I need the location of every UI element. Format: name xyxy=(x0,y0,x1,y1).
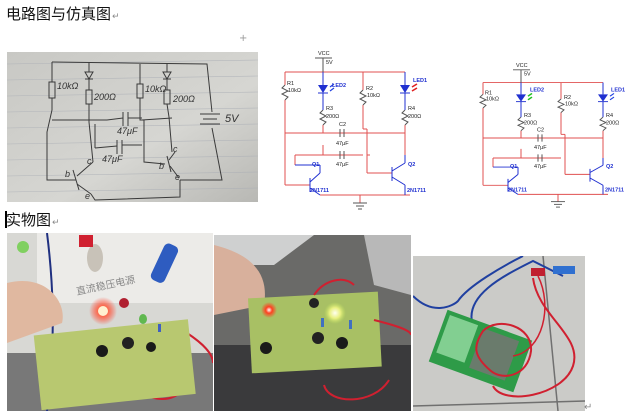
r4-label: R4 xyxy=(408,106,415,112)
led2-icon xyxy=(516,94,526,102)
q2-model: 2N1711 xyxy=(407,188,426,194)
r1-label: R1 xyxy=(287,81,294,87)
label-q2-c: c xyxy=(173,144,178,154)
r4-value: 200Ω xyxy=(408,114,421,120)
simulation-schematic-2[interactable]: VCC 5V R1 10kΩ R2 10kΩ R3 200Ω R4 200Ω C… xyxy=(478,58,638,208)
hand-drawn-schematic-photo[interactable]: 10kΩ 200Ω 10kΩ 200Ω 47μF 47μF 5V b c e b… xyxy=(7,52,258,202)
vcc-value: 5V xyxy=(326,60,333,66)
led2-rays-icon xyxy=(329,83,335,92)
label-r-led-left: 200Ω xyxy=(93,92,116,102)
circuit-photo-1[interactable]: 直流稳压电源 xyxy=(7,233,213,411)
c-top-value: 47μF xyxy=(534,145,547,151)
label-cap-bottom: 47μF xyxy=(102,154,123,164)
circuit-photo-2[interactable] xyxy=(214,235,411,411)
circuit-photo-3[interactable] xyxy=(413,256,585,411)
heading-text: 实物图 xyxy=(6,211,52,229)
schematic-drawing: VCC 5V R1 10kΩ R2 10kΩ R3 200Ω R4 200Ω C… xyxy=(478,63,625,208)
led2-rays-icon xyxy=(527,92,533,101)
c2-label: C2 xyxy=(537,128,544,134)
label-cap-top: 47μF xyxy=(117,126,138,136)
led1-icon xyxy=(400,85,410,93)
section-heading-schematics: 电路图与仿真图↵ xyxy=(6,5,120,26)
label-r-base-right: 10kΩ xyxy=(145,84,167,94)
paragraph-mark: ↵ xyxy=(52,218,60,228)
r3-label: R3 xyxy=(326,106,333,112)
label-r-base-left: 10kΩ xyxy=(57,81,79,91)
led1-rays-icon xyxy=(411,83,418,92)
label-q1-b: b xyxy=(65,169,70,179)
c-bottom-value: 47μF xyxy=(336,162,349,168)
section-heading-photos: 实物图↵ xyxy=(6,211,60,232)
c2-label: C2 xyxy=(339,122,346,128)
led1-label: LED1 xyxy=(413,78,427,84)
label-q1-e: e xyxy=(85,191,90,201)
r2-label: R2 xyxy=(366,86,373,92)
led2-label: LED2 xyxy=(530,88,544,94)
vcc-label: VCC xyxy=(318,51,330,57)
r4-value: 200Ω xyxy=(606,121,619,127)
schematic-drawing: VCC 5V R1 10kΩ R2 10kΩ R3 200Ω R4 200Ω C… xyxy=(280,51,427,210)
r3-value: 200Ω xyxy=(524,121,537,127)
photo-illustration xyxy=(214,235,411,411)
r2-value: 10kΩ xyxy=(565,101,578,107)
label-r-led-right: 200Ω xyxy=(172,94,195,104)
r1-value: 10kΩ xyxy=(486,97,499,103)
q1-model: 2N1711 xyxy=(310,188,329,194)
anchor-mark: + xyxy=(239,33,248,44)
led2-icon xyxy=(318,85,328,93)
vcc-label: VCC xyxy=(516,63,528,69)
label-q1-c: c xyxy=(87,156,92,166)
label-q2-b: b xyxy=(159,161,164,171)
c-top-value: 47μF xyxy=(336,141,349,147)
r1-label: R1 xyxy=(485,91,492,97)
q2-model: 2N1711 xyxy=(605,188,624,194)
notebook-paper: 10kΩ 200Ω 10kΩ 200Ω 47μF 47μF 5V b c e b… xyxy=(7,52,258,202)
heading-text: 电路图与仿真图 xyxy=(6,5,112,23)
r2-label: R2 xyxy=(564,95,571,101)
label-q2-e: e xyxy=(175,172,180,182)
photo-illustration: 直流稳压电源 xyxy=(7,233,213,411)
c-bottom-value: 47μF xyxy=(534,164,547,170)
q1-label: Q1 xyxy=(510,164,517,170)
led1-label: LED1 xyxy=(611,88,625,94)
led1-icon xyxy=(598,94,608,102)
r3-value: 200Ω xyxy=(326,114,339,120)
r4-label: R4 xyxy=(606,113,613,119)
led2-label: LED2 xyxy=(332,83,346,89)
r3-label: R3 xyxy=(524,113,531,119)
photo-illustration xyxy=(413,256,585,411)
q1-model: 2N1711 xyxy=(508,188,527,194)
q2-label: Q2 xyxy=(606,164,613,170)
led1-rays-icon xyxy=(609,93,615,101)
paragraph-mark: ↵ xyxy=(112,12,120,22)
paragraph-mark: ↵ xyxy=(584,402,593,413)
vcc-value: 5V xyxy=(524,71,531,77)
text-cursor xyxy=(5,211,7,228)
q1-label: Q1 xyxy=(312,162,319,168)
r2-value: 10kΩ xyxy=(367,93,380,99)
q2-label: Q2 xyxy=(408,162,415,168)
r1-value: 10kΩ xyxy=(288,88,301,94)
label-battery: 5V xyxy=(225,113,240,125)
simulation-schematic-1[interactable]: VCC 5V R1 10kΩ R2 10kΩ R3 200Ω R4 200Ω C… xyxy=(280,45,440,210)
